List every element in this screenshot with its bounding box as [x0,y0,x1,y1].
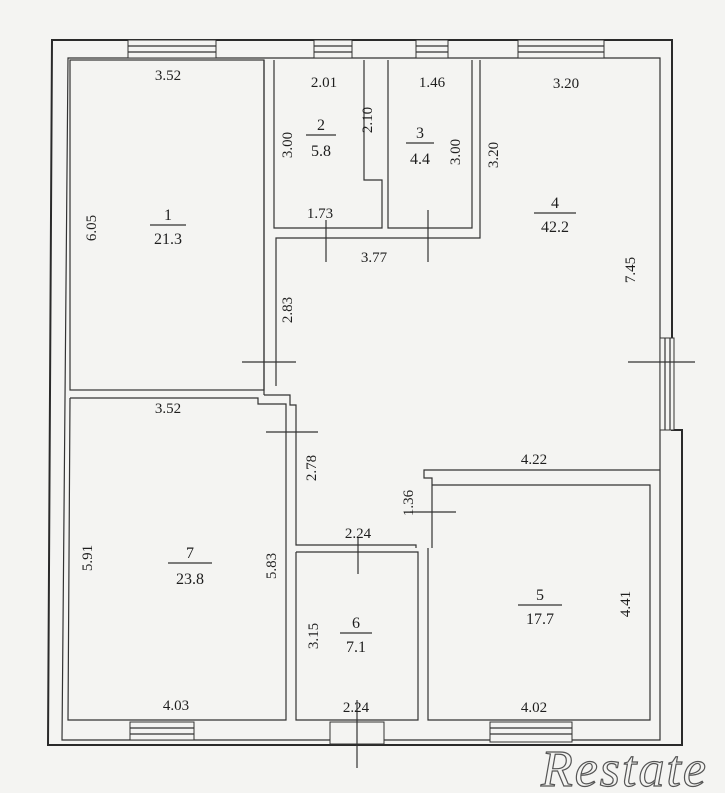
dim-hall-upper: 2.83 [280,297,296,323]
dim-room-4-right: 7.45 [623,257,639,283]
window-room-5 [489,721,573,743]
room-4-area: 42.2 [541,219,569,236]
dim-room-1-top: 3.52 [155,68,181,84]
dim-room-4-left: 3.20 [486,142,502,168]
room-5-area: 17.7 [526,611,554,628]
dim-room-2-top: 2.01 [311,75,337,91]
room-7-area: 23.8 [176,571,204,588]
room-3-outline [387,60,473,229]
dim-room-3-top: 1.46 [419,75,446,91]
room-7-number: 7 [186,545,194,562]
room-7-outline [67,397,287,721]
room-2-outline [273,60,383,229]
dim-room-3-right: 3.00 [448,139,464,165]
dim-room-5-right: 4.41 [618,591,634,617]
room-6-number: 6 [352,615,360,632]
dim-hall-lower: 2.78 [304,455,320,481]
dim-room-2-bottom: 1.73 [307,206,333,222]
dim-room-7-right: 5.83 [264,553,280,579]
dim-room-7-left: 5.91 [80,545,96,571]
window-room-2 [313,39,353,59]
room-labels: 1 21.3 2 5.8 3 4.4 4 42.2 5 17.7 6 7.1 7… [150,117,576,656]
room-3-area: 4.4 [410,151,430,168]
dim-room-7-top: 3.52 [155,401,181,417]
room-2-area: 5.8 [311,143,331,160]
dim-room-5-bottom: 4.02 [521,700,547,716]
watermark-logo: Restate [540,741,708,793]
dim-room-2-left: 3.00 [280,132,296,158]
dim-room-2-right: 2.10 [360,107,376,133]
window-room-1 [127,39,217,59]
room-6-area: 7.1 [346,639,366,656]
room-5-number: 5 [536,587,544,604]
room-2-number: 2 [317,117,325,134]
dim-room-4-bottom: 4.22 [521,452,547,468]
room-1-number: 1 [164,207,172,224]
dim-room-6-left: 3.15 [306,623,322,649]
room-1-area: 21.3 [154,231,182,248]
room-4-number: 4 [551,195,559,212]
window-room-7 [129,721,195,741]
window-room-3 [415,39,449,59]
window-room-4-top [517,39,605,59]
dim-room-1-left: 6.05 [84,215,100,241]
dim-room-5-step: 1.36 [401,489,417,516]
dim-corridor-top: 3.77 [361,250,388,266]
interior-walls [67,59,660,721]
dim-room-7-bottom: 4.03 [163,698,189,714]
dimension-labels: 3.52 6.05 2.01 3.00 2.10 1.73 1.46 3.00 … [80,68,639,716]
window-room-4-right [628,337,695,431]
room-6-outline [295,551,419,721]
dim-room-6-bottom: 2.24 [343,700,370,716]
dim-room-6-top: 2.24 [345,526,372,542]
outer-walls [46,39,683,746]
room-3-number: 3 [416,125,424,142]
dim-room-4-top: 3.20 [553,76,579,92]
room-5-outline [427,484,651,721]
window-room-6 [329,700,385,768]
windows [127,39,695,768]
